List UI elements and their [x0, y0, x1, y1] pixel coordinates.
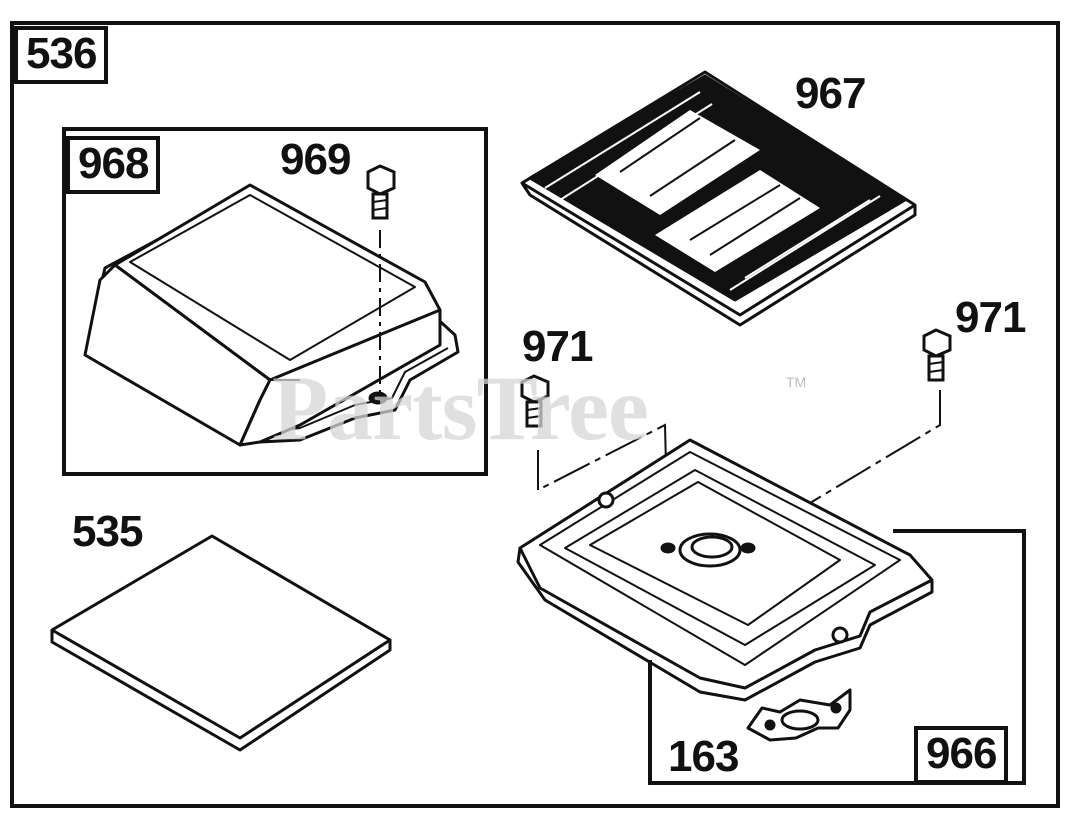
callout-535: 535	[72, 507, 143, 556]
base-assembly-bracket	[648, 529, 1026, 785]
callout-971-right: 971	[955, 293, 1026, 342]
callout-966: 966	[914, 726, 1009, 784]
callout-163: 163	[668, 732, 739, 781]
partstree-watermark: PartsTree	[272, 357, 649, 459]
pre-cleaner-drawing	[50, 534, 392, 752]
screw-right-drawing	[922, 328, 952, 382]
air-cleaner-base-drawing	[516, 438, 934, 702]
filter-element-drawing	[520, 70, 917, 327]
screw-left-drawing	[520, 374, 550, 428]
cover-screw-drawing	[366, 164, 396, 398]
air-cleaner-cover-drawing	[83, 183, 460, 447]
assembly-label-536: 536	[14, 26, 109, 84]
trademark-symbol: TM	[786, 374, 807, 390]
outer-frame	[10, 21, 1060, 808]
callout-967: 967	[795, 69, 866, 118]
callout-969: 969	[280, 135, 351, 184]
callout-971-left: 971	[522, 322, 593, 371]
cover-assembly-frame	[62, 127, 488, 476]
gasket-drawing	[746, 688, 852, 742]
callout-968: 968	[66, 136, 161, 194]
